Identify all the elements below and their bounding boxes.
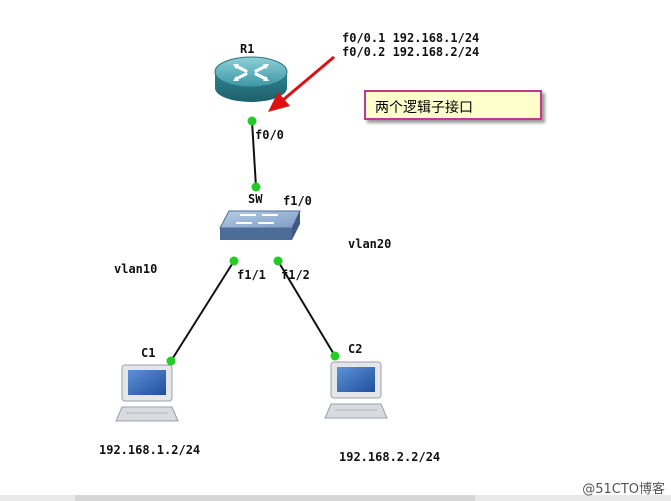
router-port-label: f0/0: [255, 128, 284, 142]
note-box: 两个逻辑子接口: [364, 90, 542, 120]
link-router-switch: [251, 120, 257, 188]
switch-uplink-label: f1/0: [283, 194, 312, 208]
link-dot: [273, 256, 283, 266]
link-dot: [229, 256, 239, 266]
bottom-scrollbar: [0, 495, 671, 501]
link-dot: [247, 116, 257, 126]
annotation-arrow: [268, 55, 335, 112]
subinterface-1: f0/0.1 192.168.1/24: [342, 31, 480, 45]
switch-name: SW: [248, 192, 263, 206]
pc-icon-c1[interactable]: [115, 364, 179, 422]
vlan-left-label: vlan10: [114, 262, 158, 276]
switch-port1-label: f1/1: [237, 268, 266, 282]
link-dot: [330, 351, 340, 361]
router-icon[interactable]: [214, 56, 288, 102]
switch-icon[interactable]: [219, 210, 301, 240]
link-dot: [166, 356, 176, 366]
host-c2-ip: 192.168.2.2/24: [339, 450, 441, 464]
subinterface-2: f0/0.2 192.168.2/24: [342, 45, 480, 59]
switch-port2-label: f1/2: [281, 268, 310, 282]
vlan-right-label: vlan20: [348, 237, 392, 251]
link-dots: [166, 116, 340, 366]
router-name: R1: [240, 42, 255, 56]
link-switch-c1: [170, 260, 235, 362]
host-c1-ip: 192.168.1.2/24: [99, 443, 201, 457]
watermark: @51CTO博客: [582, 482, 665, 497]
note-text: 两个逻辑子接口: [375, 100, 473, 116]
pc-icon-c2[interactable]: [324, 361, 388, 419]
link-dot: [251, 182, 261, 192]
host-c1-name: C1: [141, 346, 156, 360]
link-switch-c2: [277, 260, 336, 357]
host-c2-name: C2: [348, 342, 363, 356]
